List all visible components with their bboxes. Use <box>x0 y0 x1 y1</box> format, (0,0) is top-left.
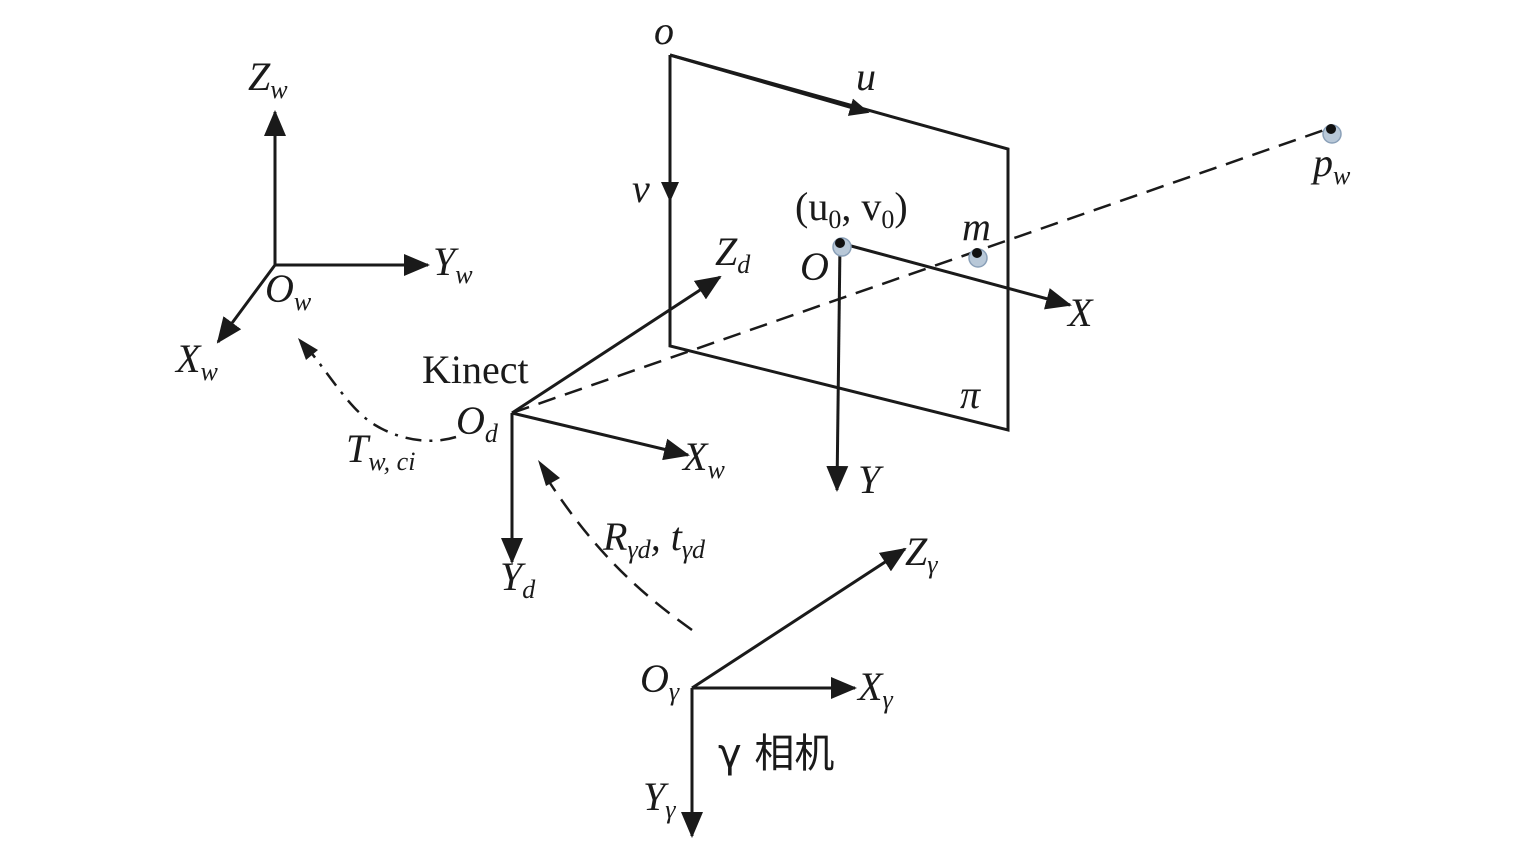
projection-ray: m pw <box>511 124 1351 415</box>
kinect-label: Kinect <box>422 347 529 392</box>
gamma-z-axis <box>691 547 907 690</box>
kinect-x-label: Xw <box>681 434 725 484</box>
camera-x-label: X <box>1066 290 1094 335</box>
point-m-label: m <box>962 204 991 249</box>
kinect-origin-label: Od <box>456 398 499 448</box>
transform-label: Tw, ci <box>346 426 415 476</box>
rotation-label: Rγd, tγd <box>602 514 706 564</box>
gamma-x-label: Xγ <box>856 664 893 714</box>
point-p-dot <box>1326 124 1336 134</box>
world-y-label: Yw <box>433 239 473 289</box>
world-x-label: Xw <box>174 336 218 386</box>
world-origin-label: Ow <box>265 266 312 316</box>
gamma-y-label: Yγ <box>643 774 676 824</box>
image-origin-label: o <box>654 8 674 53</box>
plane-outline <box>668 53 1010 432</box>
v-label: v <box>632 166 650 211</box>
transform-kinect-world: Tw, ci <box>298 338 457 476</box>
camera-frame: (u0, v0) O X Y <box>795 184 1094 502</box>
kinect-x-axis <box>511 411 690 461</box>
rotation-arrowhead <box>538 460 560 486</box>
kinect-frame: Kinect Od Zd Xw Yd <box>422 229 751 604</box>
gamma-origin-label: Oγ <box>640 656 680 706</box>
gamma-camera-frame: Oγ Zγ Xγ Yγ γ 相机 <box>640 529 938 838</box>
kinect-z-axis <box>511 275 722 415</box>
world-frame: Zw Yw Xw Ow <box>174 54 473 386</box>
camera-y-axis <box>826 242 849 492</box>
rotation-curve <box>546 479 693 632</box>
transform-curve <box>304 344 457 443</box>
world-x-axis <box>216 264 277 344</box>
world-z-label: Zw <box>248 54 288 104</box>
camera-origin-label: O <box>800 244 829 289</box>
pi-label: π <box>960 372 981 417</box>
point-p-label: pw <box>1310 140 1351 190</box>
camera-x-axis <box>839 241 1072 310</box>
principal-point-label: (u0, v0) <box>795 184 908 234</box>
kinect-y-label: Yd <box>500 554 536 604</box>
image-plane: o u v π <box>632 8 1010 432</box>
point-m-dot <box>972 248 982 258</box>
u-axis-arrow <box>669 53 870 116</box>
transform-gamma-kinect: Rγd, tγd <box>538 460 706 632</box>
gamma-z-label: Zγ <box>905 529 938 579</box>
camera-y-label: Y <box>858 457 884 502</box>
principal-point-dot <box>835 238 845 248</box>
u-label: u <box>856 54 876 99</box>
gamma-camera-label: γ 相机 <box>718 731 834 777</box>
kinect-z-label: Zd <box>715 229 751 279</box>
ray-line <box>511 126 1331 415</box>
transform-arrowhead <box>298 338 318 360</box>
